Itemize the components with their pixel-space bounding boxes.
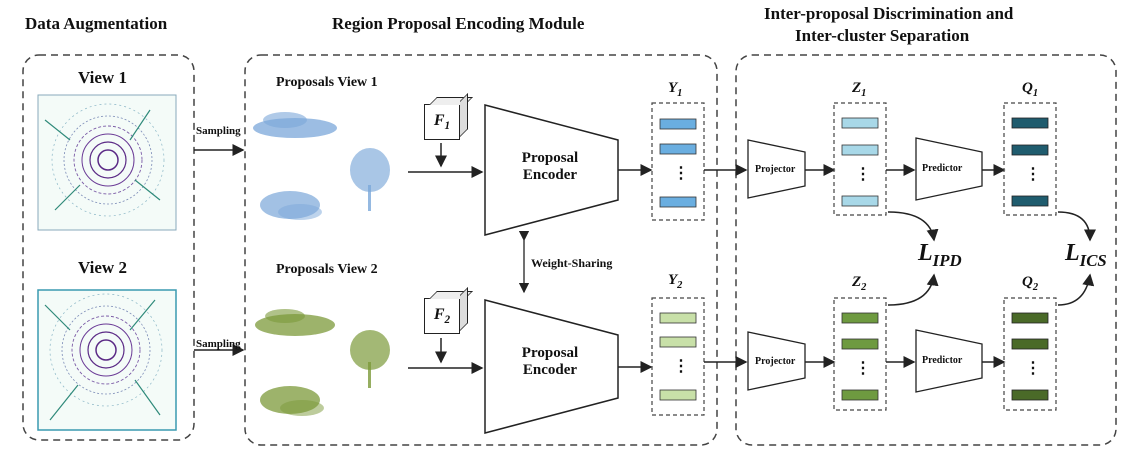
q2-to-lics-arrow <box>1057 273 1095 306</box>
q2-label: Q2 <box>1022 274 1039 293</box>
view2-label: View 2 <box>78 258 127 277</box>
encoding-group <box>244 54 718 446</box>
q1-to-lics-arrow <box>1057 211 1096 242</box>
sampling-label-2: Sampling <box>196 338 241 350</box>
z2-ellipsis: ⋮ <box>855 360 871 377</box>
q2-feature-column <box>1003 297 1057 411</box>
y1-feature-column <box>651 102 705 221</box>
proposals-view2-pointclouds <box>255 309 390 416</box>
view1-label: View 1 <box>78 68 127 87</box>
z1-label: Z1 <box>852 80 867 99</box>
projector-1 <box>747 139 806 199</box>
y1-ellipsis: ⋮ <box>673 165 689 182</box>
y2-feature-column <box>651 297 705 416</box>
view1-lidar-image <box>37 94 177 231</box>
header-data-augmentation: Data Augmentation <box>25 14 168 33</box>
y1-label: Y1 <box>668 80 683 99</box>
loss-ics-label: LICS <box>1065 240 1107 270</box>
q1-label: Q1 <box>1022 80 1039 99</box>
projector1-label: Projector <box>755 164 796 175</box>
q1-ellipsis: ⋮ <box>1025 166 1041 183</box>
loss-ipd-label: LIPD <box>918 240 962 270</box>
sampling-label-1: Sampling <box>196 125 241 137</box>
header-discrimination-line2: Inter-cluster Separation <box>795 26 970 45</box>
proposals-view1-label: Proposals View 1 <box>276 75 378 90</box>
z1-feature-column <box>833 102 887 216</box>
header-region-proposal-encoding: Region Proposal Encoding Module <box>332 14 585 33</box>
predictor2-label: Predictor <box>922 355 963 366</box>
feature-f2-cube: F2 <box>424 298 460 334</box>
z1-ellipsis: ⋮ <box>855 166 871 183</box>
y2-ellipsis: ⋮ <box>673 358 689 375</box>
z2-to-lipd-arrow <box>887 273 939 306</box>
z1-to-lipd-arrow <box>887 211 939 242</box>
header-discrimination-line1: Inter-proposal Discrimination and <box>764 4 1014 23</box>
proposals-view1-pointclouds <box>253 112 390 220</box>
q1-feature-column <box>1003 102 1057 216</box>
proposals-view2-label: Proposals View 2 <box>276 262 378 277</box>
weight-sharing-label: Weight-Sharing <box>531 256 613 270</box>
projector2-label: Projector <box>755 356 796 367</box>
y2-label: Y2 <box>668 272 683 291</box>
proposal-encoder-2 <box>484 299 619 434</box>
z2-feature-column <box>833 297 887 411</box>
predictor-1 <box>915 137 983 201</box>
proposal-encoder-1 <box>484 104 619 236</box>
predictor-2 <box>915 329 983 393</box>
projector-2 <box>747 331 806 391</box>
z2-label: Z2 <box>852 274 867 293</box>
discrimination-group <box>735 54 1117 446</box>
feature-f1-cube: F1 <box>424 104 460 140</box>
augmentation-group <box>22 54 195 441</box>
predictor1-label: Predictor <box>922 163 963 174</box>
q2-ellipsis: ⋮ <box>1025 360 1041 377</box>
view2-lidar-image <box>37 289 177 431</box>
